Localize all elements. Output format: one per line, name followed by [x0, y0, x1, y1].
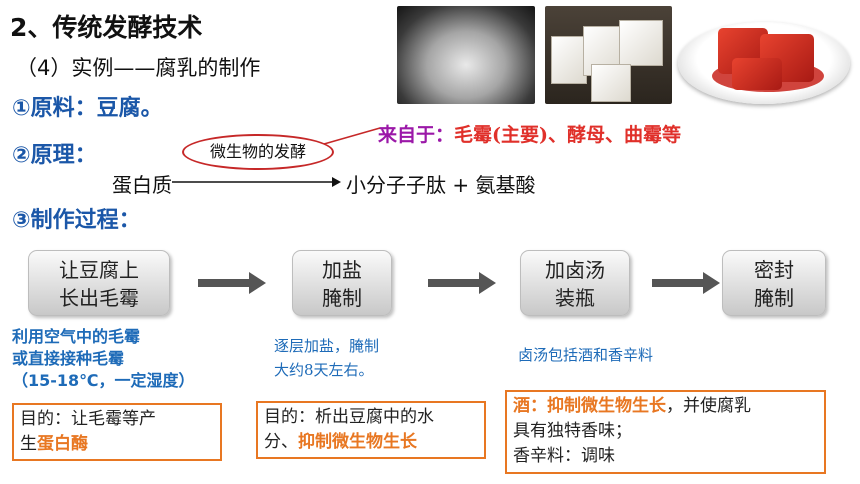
- box-text: 生: [20, 434, 37, 454]
- source-value: 毛霉(主要)、酵母、曲霉等: [454, 124, 681, 146]
- box-line: 香辛料：调味: [513, 446, 615, 466]
- note-line: 利用空气中的毛霉: [12, 327, 141, 346]
- page-title: 2、传统发酵技术: [10, 13, 203, 42]
- box-text: ，并使腐乳: [666, 396, 751, 416]
- box-line: 酒：抑制微生物生长，并使腐乳: [513, 394, 818, 419]
- step-text: 密封: [754, 258, 794, 282]
- step3-note: 卤汤包括酒和香辛料: [518, 346, 654, 364]
- box-line: 具有独特香味；: [513, 421, 632, 441]
- reactant-text: 蛋白质: [112, 173, 172, 197]
- process-label: ③制作过程：: [12, 208, 141, 233]
- box-line: 生蛋白酶: [20, 432, 214, 457]
- box-text: 分、: [264, 432, 298, 452]
- step-text: 让豆腐上: [59, 258, 139, 282]
- note-line: 大约8天左右。: [274, 361, 374, 379]
- red-fermented-tofu-photo: [672, 4, 858, 110]
- purpose-box-1: 目的：让毛霉等产 生蛋白酶: [12, 403, 222, 461]
- callout-line: [323, 127, 381, 145]
- box-highlight: 酒：抑制微生物生长: [513, 396, 666, 416]
- box-highlight: 蛋白酶: [37, 434, 88, 454]
- raw-material-line: ①原料：豆腐。: [12, 96, 163, 121]
- page-subtitle: （4）实例——腐乳的制作: [16, 56, 261, 80]
- flow-arrow: [428, 272, 496, 294]
- purpose-box-2: 目的：析出豆腐中的水 分、抑制微生物生长: [256, 401, 486, 459]
- principle-label: ②原理：: [12, 143, 97, 168]
- flow-arrow: [198, 272, 266, 294]
- step-text: 腌制: [322, 286, 362, 310]
- step-text: 腌制: [754, 286, 794, 310]
- step1-note: 利用空气中的毛霉 或直接接种毛霉 （15-18℃，一定湿度）: [12, 326, 195, 392]
- note-line: 或直接接种毛霉: [12, 349, 125, 368]
- step-box-seal: 密封 腌制: [722, 250, 826, 316]
- step2-note: 逐层加盐，腌制 大约8天左右。: [274, 334, 379, 382]
- tofu-blocks-photo: [545, 6, 672, 104]
- step-box-brine: 加卤汤 装瓶: [520, 250, 630, 316]
- purpose-box-3: 酒：抑制微生物生长，并使腐乳 具有独特香味； 香辛料：调味: [505, 390, 826, 474]
- reaction-arrow: [172, 177, 341, 187]
- box-line: 分、抑制微生物生长: [264, 430, 478, 455]
- step-box-grow-mold: 让豆腐上 长出毛霉: [28, 250, 170, 316]
- step-text: 加卤汤: [545, 258, 605, 282]
- flow-arrow: [652, 272, 720, 294]
- step-text: 长出毛霉: [59, 286, 139, 310]
- fermentation-bubble: 微生物的发酵: [182, 134, 334, 170]
- box-highlight: 抑制微生物生长: [298, 432, 417, 452]
- note-line: （15-18℃，一定湿度）: [12, 371, 195, 390]
- note-line: 逐层加盐，腌制: [274, 337, 380, 355]
- source-note: 来自于：毛霉(主要)、酵母、曲霉等: [378, 120, 681, 147]
- products-text: 小分子子肽 + 氨基酸: [346, 173, 536, 197]
- box-line: 目的：析出豆腐中的水: [264, 407, 434, 427]
- mold-photo: [397, 6, 535, 104]
- step-text: 加盐: [322, 258, 362, 282]
- step-text: 装瓶: [555, 286, 595, 310]
- box-line: 目的：让毛霉等产: [20, 409, 156, 429]
- step-box-salt: 加盐 腌制: [292, 250, 392, 316]
- source-label: 来自于：: [378, 124, 455, 146]
